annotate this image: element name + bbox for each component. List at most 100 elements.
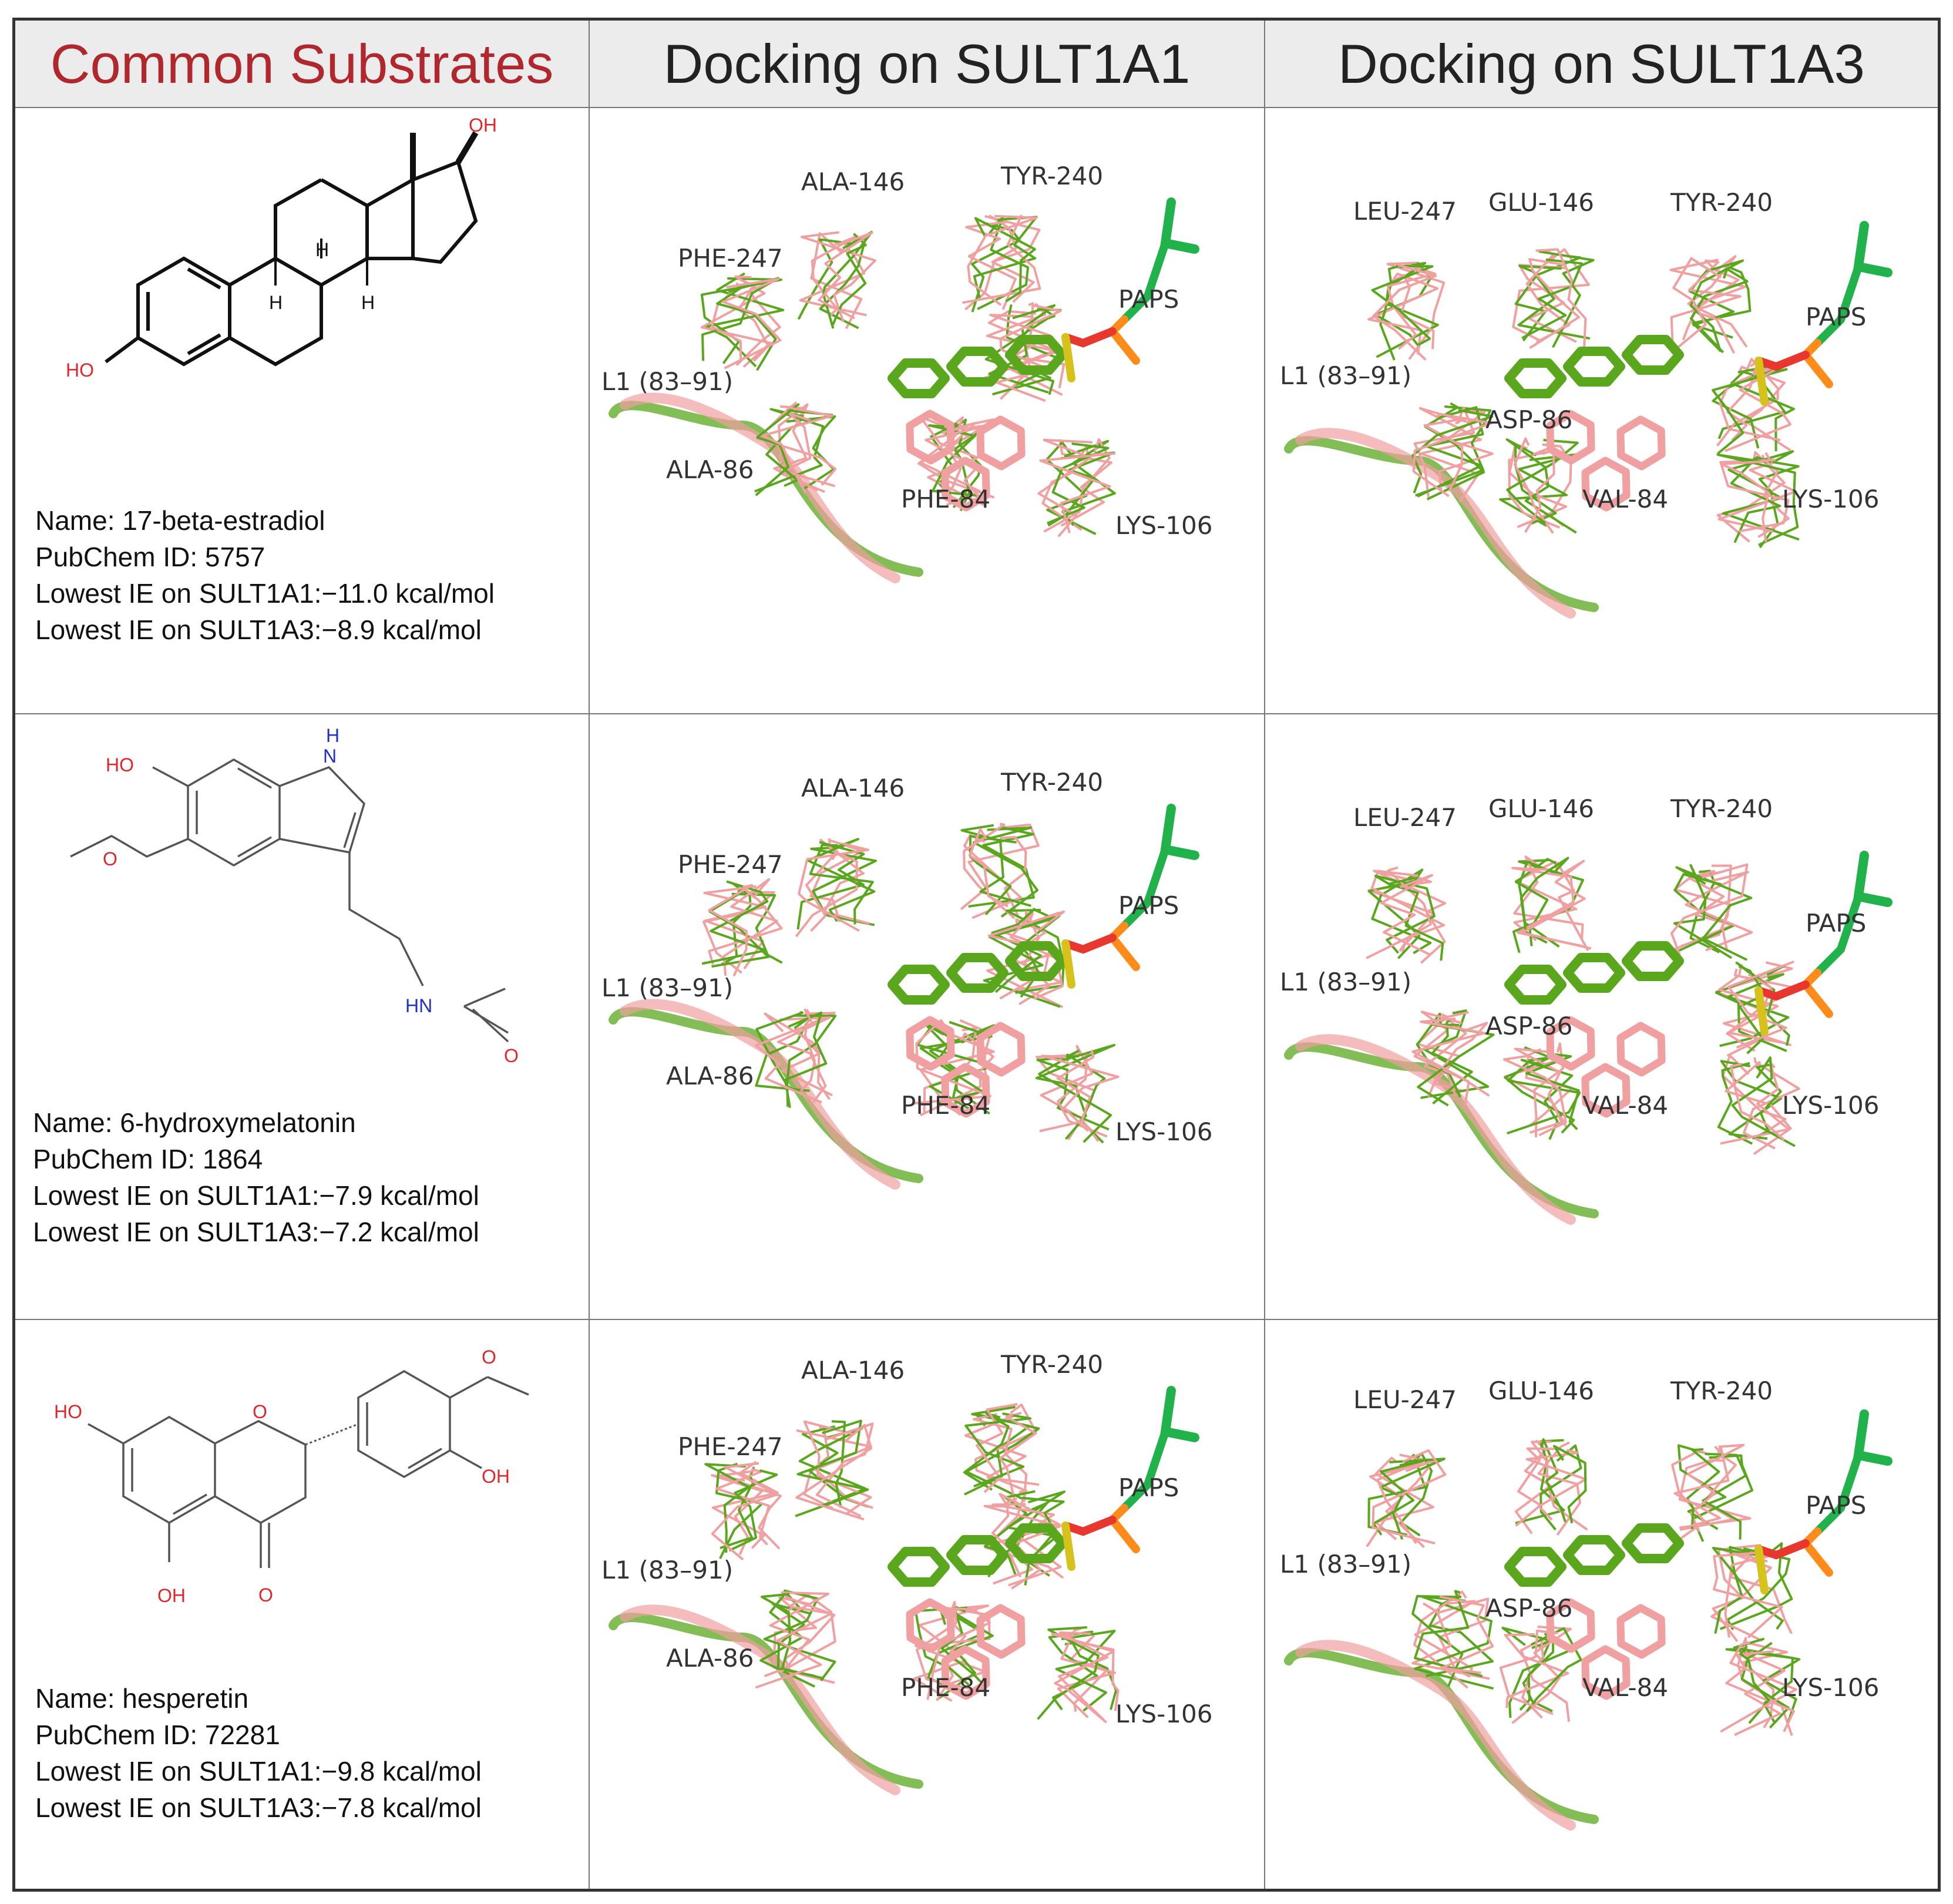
- substrate-info-6-hydroxymelatonin: Name: 6-hydroxymelatonin PubChem ID: 186…: [33, 1104, 479, 1250]
- atom-label: H: [315, 239, 329, 260]
- residue-stick: [1539, 1444, 1582, 1531]
- paps-stick: [1107, 922, 1140, 971]
- residue-stick: [760, 1593, 825, 1680]
- ligand-green: [946, 1535, 1009, 1575]
- residue-stick: [1702, 1452, 1747, 1540]
- residue-stick: [989, 1493, 1061, 1578]
- residue-label: LYS-106: [1115, 511, 1212, 540]
- residue-stick: [806, 838, 876, 922]
- residue-stick: [1712, 1547, 1784, 1630]
- figure-frame: [12, 18, 1941, 1892]
- header-common-substrates: Common Substrates: [50, 32, 554, 95]
- residue-stick: [1039, 452, 1115, 533]
- residue-stick: [783, 1593, 836, 1677]
- residue-stick: [1051, 1633, 1115, 1724]
- residue-label: GLU-146: [1488, 794, 1594, 823]
- lowest-ie-sult1a1: Lowest IE on SULT1A1:−9.8 kcal/mol: [35, 1756, 482, 1787]
- residue-stick: [1517, 264, 1591, 340]
- residue-stick: [1047, 442, 1110, 525]
- loop-green: [609, 1007, 923, 1183]
- residue-stick: [1046, 441, 1097, 535]
- substrate-name: Name: hesperetin: [35, 1683, 249, 1714]
- residue-stick: [795, 1419, 869, 1517]
- residue-stick: [1720, 460, 1770, 543]
- grid-line: [15, 107, 1938, 108]
- residue-stick: [1730, 456, 1781, 543]
- residue-stick: [759, 1591, 816, 1688]
- paps-stick: [1061, 333, 1075, 382]
- ligand-green: [1005, 941, 1067, 981]
- grid-line: [1264, 21, 1265, 1889]
- residue-stick: [1670, 259, 1742, 347]
- pubchem-id: PubChem ID: 72281: [35, 1720, 280, 1750]
- residue-stick: [965, 220, 1017, 310]
- residue-stick: [782, 412, 836, 488]
- lowest-ie-sult1a3: Lowest IE on SULT1A3:−7.8 kcal/mol: [35, 1792, 482, 1823]
- residue-label: L1 (83–91): [601, 367, 733, 396]
- residue-stick: [1438, 409, 1494, 491]
- ligand-pink: [1616, 1604, 1666, 1659]
- paps-stick: [1800, 1527, 1833, 1577]
- atom-label: OH: [482, 1466, 510, 1487]
- residue-label: ASP-86: [1485, 1594, 1572, 1623]
- pubchem-id: PubChem ID: 1864: [33, 1144, 263, 1174]
- lowest-ie-sult1a1: Lowest IE on SULT1A1:−7.9 kcal/mol: [33, 1180, 479, 1211]
- residue-label: PAPS: [1806, 909, 1866, 938]
- residue-stick: [1366, 1459, 1436, 1547]
- paps-stick: [1061, 1522, 1075, 1571]
- residue-stick: [805, 849, 839, 932]
- ligand-pink: [906, 1016, 955, 1071]
- residue-stick: [1412, 412, 1493, 498]
- paps-stick: [1160, 1386, 1199, 1442]
- loop-pink: [1295, 428, 1576, 619]
- paps-stick: [1061, 327, 1117, 348]
- residue-stick: [975, 1403, 1018, 1493]
- residue-label: TYR-240: [1000, 768, 1103, 797]
- ligand-pink: [941, 456, 990, 512]
- ligand-pink: [941, 1063, 990, 1118]
- residue-stick: [1037, 438, 1093, 538]
- residue-stick: [915, 1606, 991, 1690]
- ligand-green: [888, 965, 950, 1005]
- residue-stick: [1714, 1546, 1752, 1634]
- grid-line: [15, 1319, 1938, 1320]
- ligand-pink: [1581, 456, 1631, 512]
- ligand-pink: [1616, 1022, 1666, 1077]
- residue-stick: [798, 842, 870, 932]
- residue-stick: [1742, 1057, 1800, 1150]
- ligand-pink: [1581, 1645, 1631, 1700]
- residue-stick: [1735, 961, 1790, 1046]
- residue-stick: [1386, 263, 1437, 350]
- residue-label: ALA-86: [666, 1062, 754, 1090]
- residue-label: TYR-240: [1000, 162, 1103, 190]
- residue-stick: [831, 233, 867, 327]
- ligand-green: [1005, 1523, 1067, 1563]
- residue-stick: [1387, 877, 1444, 961]
- residue-stick: [1718, 963, 1789, 1045]
- atom-label: O: [482, 1346, 496, 1368]
- ligand-green: [1005, 335, 1067, 375]
- residue-stick: [1670, 863, 1749, 961]
- residue-stick: [1499, 1629, 1558, 1715]
- pubchem-id: PubChem ID: 5757: [35, 542, 265, 572]
- residue-stick: [1423, 1010, 1469, 1097]
- residue-stick: [1041, 1055, 1120, 1132]
- residue-label: ALA-146: [801, 1356, 905, 1385]
- grid-line: [589, 21, 590, 1889]
- residue-label: VAL-84: [1582, 1091, 1668, 1120]
- residue-stick: [991, 907, 1043, 993]
- residue-stick: [1037, 1626, 1100, 1720]
- paps-stick: [1160, 197, 1199, 254]
- residue-label: L1 (83–91): [601, 973, 733, 1002]
- ligand-pink: [1546, 409, 1595, 465]
- residue-stick: [1716, 358, 1779, 446]
- residue-label: PHE-247: [678, 850, 783, 879]
- residue-stick: [777, 1016, 831, 1103]
- residue-stick: [818, 231, 873, 320]
- residue-label: LEU-247: [1353, 1385, 1457, 1414]
- residue-stick: [999, 1413, 1037, 1502]
- residue-stick: [755, 403, 800, 496]
- residue-stick: [941, 422, 977, 499]
